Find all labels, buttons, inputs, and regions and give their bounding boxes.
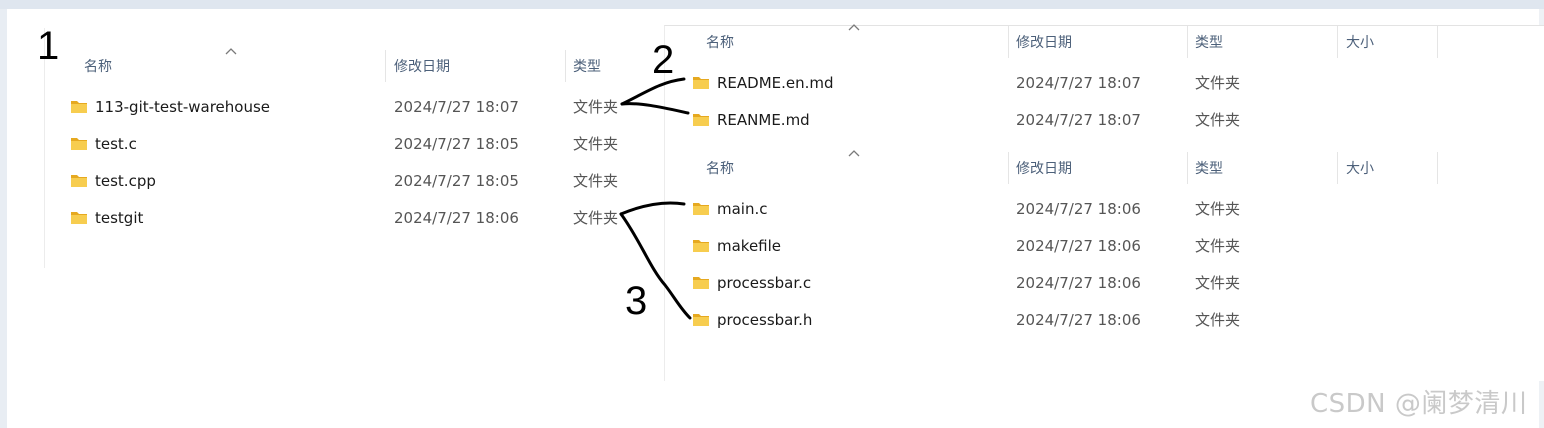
file-name: REANME.md bbox=[717, 111, 810, 129]
explorer-pane-subfolders: 名称 修改日期 类型 大小 README.en.md 2024/7/27 18:0… bbox=[664, 24, 1544, 381]
explorer-pane-repo-root: 名称 修改日期 类型 113-git-test-warehouse 2024/7/… bbox=[44, 28, 665, 268]
column-header-size[interactable]: 大小 bbox=[1346, 161, 1374, 177]
folder-icon bbox=[70, 210, 88, 225]
file-name: processbar.h bbox=[717, 311, 813, 329]
file-type: 文件夹 bbox=[1195, 237, 1241, 255]
column-header-type[interactable]: 类型 bbox=[573, 59, 601, 75]
file-name: main.c bbox=[717, 200, 768, 218]
folder-icon bbox=[692, 275, 710, 290]
file-modified-date: 2024/7/27 18:06 bbox=[394, 209, 519, 227]
file-row[interactable]: 113-git-test-warehouse 2024/7/27 18:07 文件夹 bbox=[45, 89, 665, 126]
column-header-type[interactable]: 类型 bbox=[1195, 35, 1223, 51]
column-header-type[interactable]: 类型 bbox=[1195, 161, 1223, 177]
csdn-watermark: CSDN @阑梦清川 bbox=[1310, 389, 1528, 419]
file-name: README.en.md bbox=[717, 74, 834, 92]
file-type: 文件夹 bbox=[1195, 274, 1241, 292]
file-row[interactable]: makefile 2024/7/27 18:06 文件夹 bbox=[665, 228, 1544, 265]
folder-icon bbox=[692, 312, 710, 327]
sort-ascending-icon bbox=[848, 24, 860, 31]
file-row[interactable]: testgit 2024/7/27 18:06 文件夹 bbox=[45, 200, 665, 237]
file-row[interactable]: README.en.md 2024/7/27 18:07 文件夹 bbox=[665, 65, 1544, 102]
file-row[interactable]: main.c 2024/7/27 18:06 文件夹 bbox=[665, 191, 1544, 228]
annotation-label-1: 1 bbox=[37, 24, 60, 68]
file-modified-date: 2024/7/27 18:05 bbox=[394, 172, 519, 190]
annotation-label-3: 3 bbox=[625, 279, 648, 323]
window-top-border bbox=[0, 0, 1544, 9]
file-modified-date: 2024/7/27 18:06 bbox=[1016, 274, 1141, 292]
folder-icon bbox=[692, 75, 710, 90]
file-type: 文件夹 bbox=[573, 209, 619, 227]
column-header-name[interactable]: 名称 bbox=[706, 161, 734, 177]
annotation-label-2: 2 bbox=[652, 38, 675, 82]
file-type: 文件夹 bbox=[573, 98, 619, 116]
column-header-date[interactable]: 修改日期 bbox=[394, 59, 450, 75]
file-modified-date: 2024/7/27 18:06 bbox=[1016, 311, 1141, 329]
folder-icon bbox=[692, 112, 710, 127]
column-header-date[interactable]: 修改日期 bbox=[1016, 35, 1072, 51]
file-name: test.cpp bbox=[95, 172, 156, 190]
file-type: 文件夹 bbox=[1195, 200, 1241, 218]
window-left-border bbox=[0, 9, 7, 428]
file-modified-date: 2024/7/27 18:07 bbox=[394, 98, 519, 116]
file-modified-date: 2024/7/27 18:06 bbox=[1016, 200, 1141, 218]
file-name: processbar.c bbox=[717, 274, 812, 292]
file-type: 文件夹 bbox=[1195, 74, 1241, 92]
file-type: 文件夹 bbox=[573, 135, 619, 153]
file-modified-date: 2024/7/27 18:05 bbox=[394, 135, 519, 153]
file-name: test.c bbox=[95, 135, 137, 153]
column-header-name[interactable]: 名称 bbox=[84, 59, 112, 75]
column-header-row: 名称 修改日期 类型 bbox=[45, 48, 665, 84]
file-row[interactable]: processbar.h 2024/7/27 18:06 文件夹 bbox=[665, 302, 1544, 339]
file-name: makefile bbox=[717, 237, 782, 255]
file-row[interactable]: test.cpp 2024/7/27 18:05 文件夹 bbox=[45, 163, 665, 200]
column-header-row: 名称 修改日期 类型 大小 bbox=[665, 24, 1544, 60]
file-row[interactable]: test.c 2024/7/27 18:05 文件夹 bbox=[45, 126, 665, 163]
folder-icon bbox=[692, 201, 710, 216]
column-header-date[interactable]: 修改日期 bbox=[1016, 161, 1072, 177]
file-type: 文件夹 bbox=[1195, 311, 1241, 329]
column-header-name[interactable]: 名称 bbox=[706, 35, 734, 51]
file-name: testgit bbox=[95, 209, 144, 227]
file-row[interactable]: REANME.md 2024/7/27 18:07 文件夹 bbox=[665, 102, 1544, 139]
file-type: 文件夹 bbox=[573, 172, 619, 190]
folder-icon bbox=[70, 173, 88, 188]
file-name: 113-git-test-warehouse bbox=[95, 98, 271, 116]
column-header-size[interactable]: 大小 bbox=[1346, 35, 1374, 51]
folder-icon bbox=[70, 99, 88, 114]
folder-icon bbox=[70, 136, 88, 151]
file-row[interactable]: processbar.c 2024/7/27 18:06 文件夹 bbox=[665, 265, 1544, 302]
sort-ascending-icon bbox=[225, 48, 237, 55]
file-modified-date: 2024/7/27 18:06 bbox=[1016, 237, 1141, 255]
sort-ascending-icon bbox=[848, 150, 860, 157]
file-modified-date: 2024/7/27 18:07 bbox=[1016, 74, 1141, 92]
folder-icon bbox=[692, 238, 710, 253]
file-modified-date: 2024/7/27 18:07 bbox=[1016, 111, 1141, 129]
column-header-row: 名称 修改日期 类型 大小 bbox=[665, 150, 1544, 186]
file-type: 文件夹 bbox=[1195, 111, 1241, 129]
